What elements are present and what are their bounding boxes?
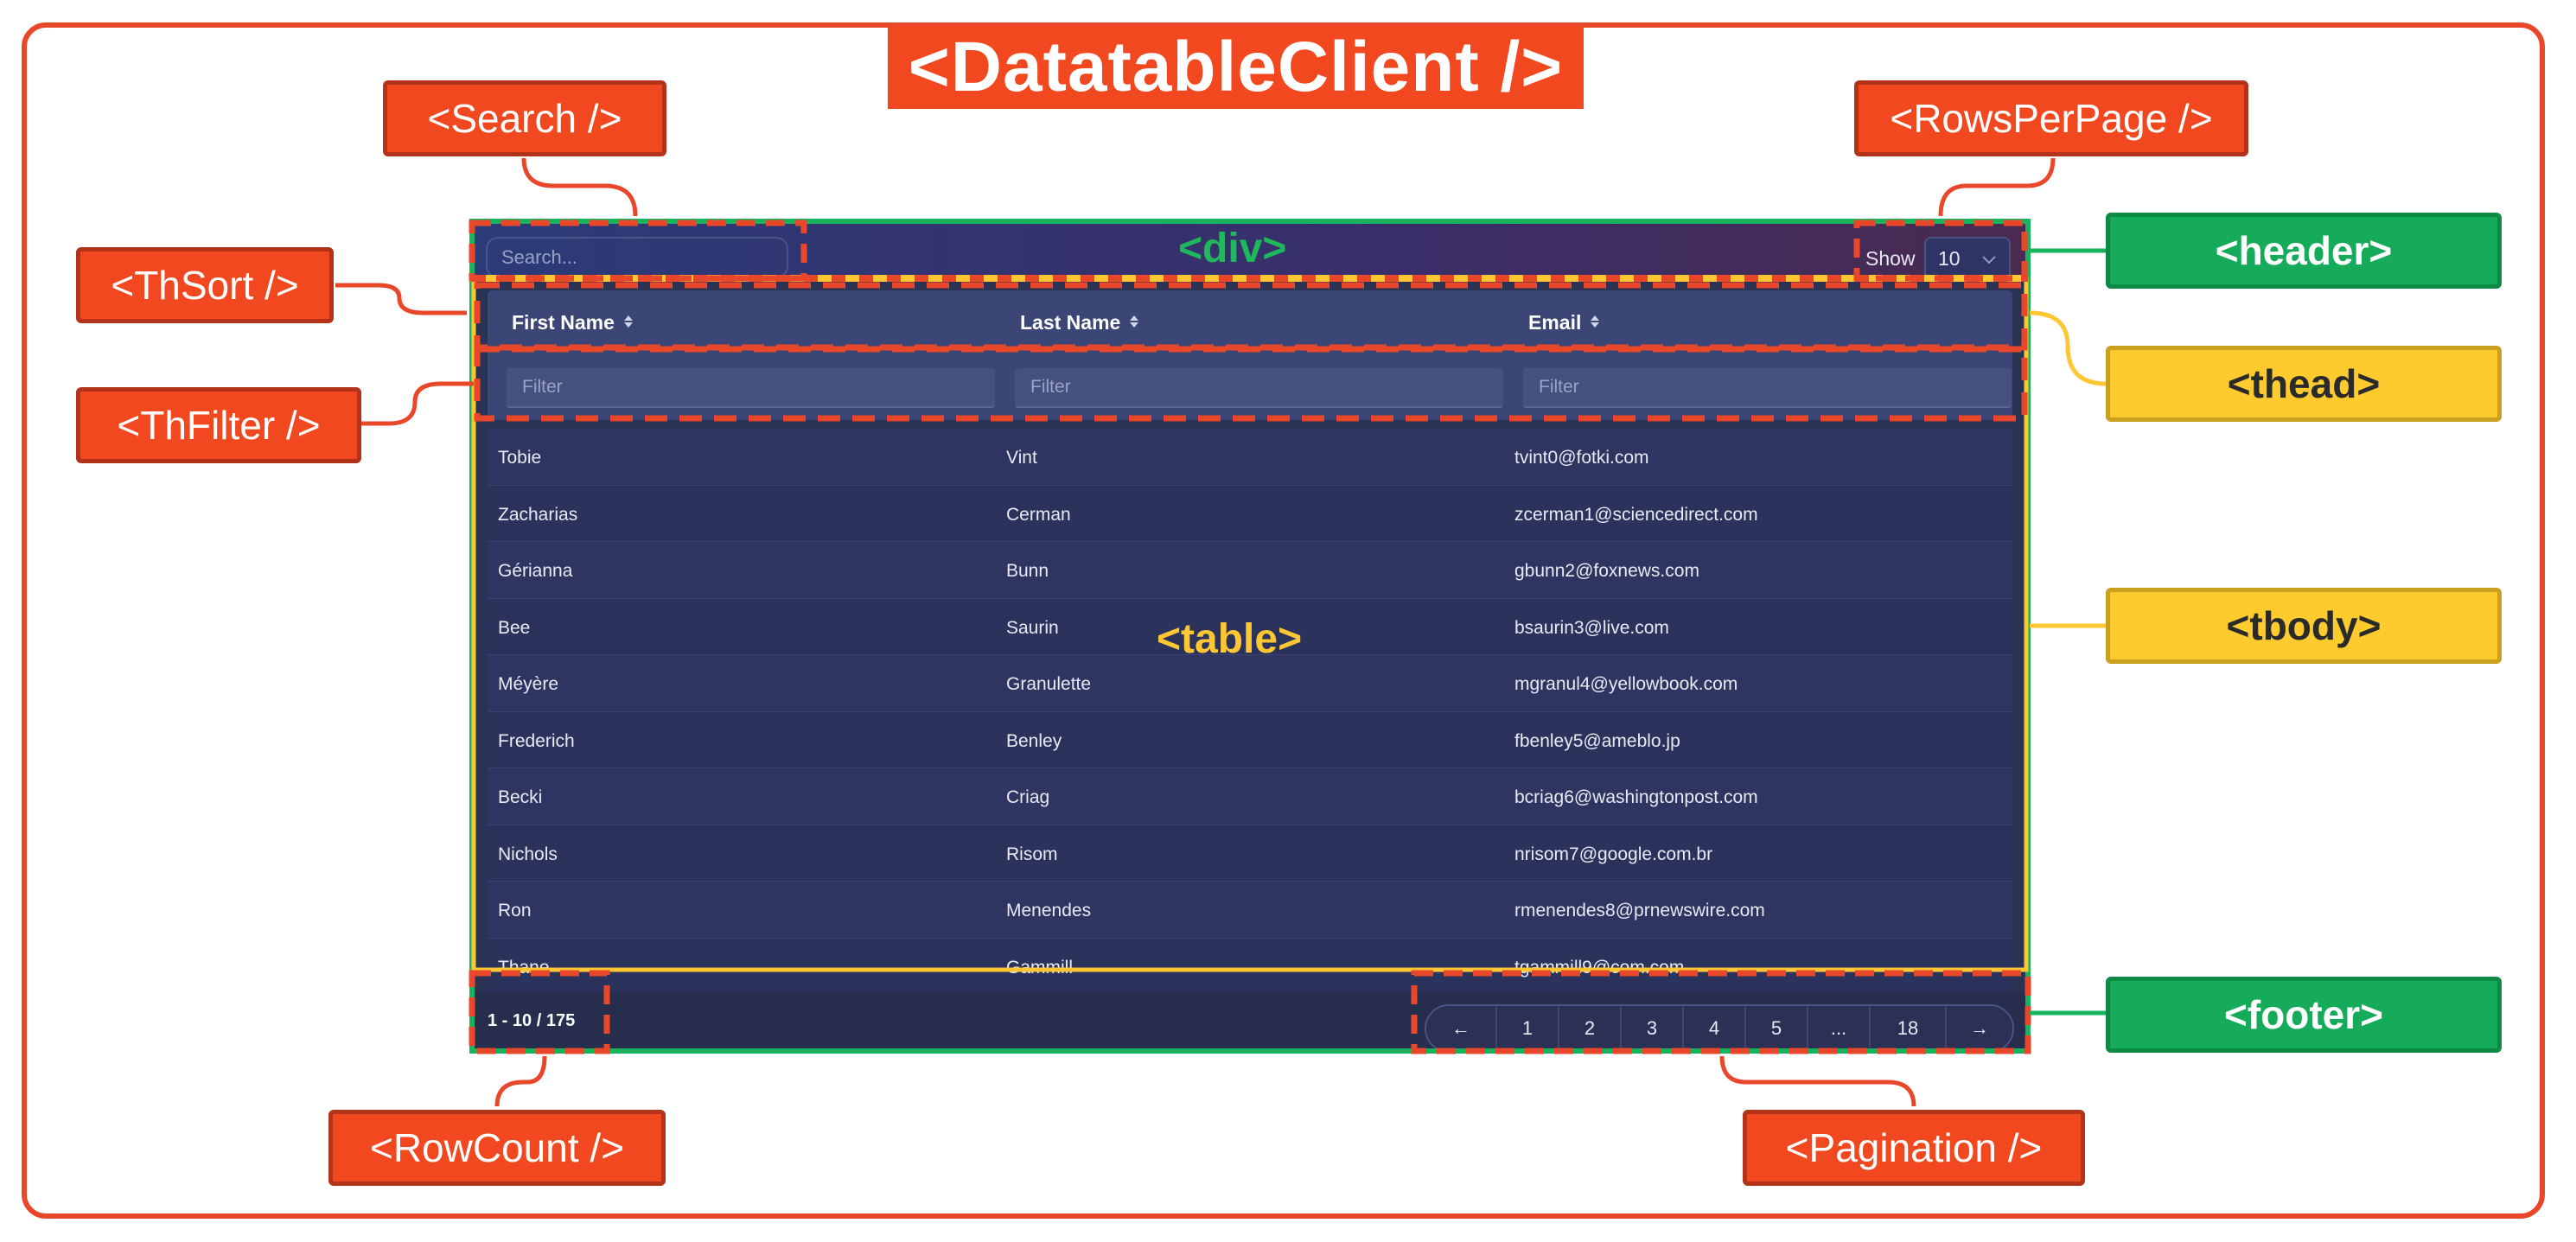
- cell-last-name: Saurin: [1006, 617, 1059, 638]
- th-sort-component-label: <ThSort />: [76, 247, 334, 323]
- header-tag-label: <header>: [2106, 213, 2502, 289]
- table-row[interactable]: Ron Menendes rmenendes8@prnewswire.com: [488, 882, 2012, 939]
- pagination-next-button[interactable]: →: [1947, 1006, 2012, 1051]
- pagination-prev-button[interactable]: ←: [1426, 1006, 1497, 1051]
- cell-last-name: Risom: [1006, 844, 1058, 864]
- filter-input-first-name[interactable]: [507, 368, 995, 408]
- pagination-ellipsis: ...: [1808, 1006, 1871, 1051]
- cell-first-name: Becki: [498, 787, 543, 807]
- div-label: <div>: [1178, 226, 1287, 271]
- cell-email: mgranul4@yellowbook.com: [1514, 674, 1738, 694]
- cell-first-name: Zacharias: [498, 504, 578, 525]
- show-label: Show: [1865, 247, 1916, 270]
- rows-per-page-value: 10: [1938, 246, 1961, 270]
- outer-frame: [22, 22, 2545, 1219]
- row-count-total: 175: [545, 1011, 576, 1030]
- table-row[interactable]: Gérianna Bunn gbunn2@foxnews.com: [488, 542, 2012, 599]
- th-sort-first-name[interactable]: First Name: [512, 311, 634, 334]
- cell-email: gbunn2@foxnews.com: [1514, 561, 1699, 581]
- table-label: <table>: [1157, 616, 1303, 662]
- cell-first-name: Thane: [498, 957, 550, 978]
- pagination-page-button[interactable]: 4: [1684, 1006, 1746, 1051]
- sort-icon: [623, 311, 634, 334]
- table-row[interactable]: Becki Criag bcriag6@washingtonpost.com: [488, 768, 2012, 825]
- pagination-page-button[interactable]: 1: [1497, 1006, 1559, 1051]
- cell-email: nrisom7@google.com.br: [1514, 844, 1713, 864]
- footer-tag-label: <footer>: [2106, 977, 2502, 1053]
- table-row[interactable]: Tobie Vint tvint0@fotki.com: [488, 429, 2012, 486]
- cell-last-name: Vint: [1006, 448, 1037, 468]
- tbody-tag-label: <tbody>: [2106, 588, 2502, 664]
- cell-last-name: Benley: [1006, 730, 1062, 751]
- table-body: Tobie Vint tvint0@fotki.com Zacharias Ce…: [488, 429, 2012, 995]
- cell-first-name: Bee: [498, 617, 531, 638]
- cell-first-name: Gérianna: [498, 561, 573, 581]
- row-count-component-label: <RowCount />: [328, 1110, 666, 1186]
- column-header-label: First Name: [512, 311, 615, 334]
- pagination-page-button[interactable]: 2: [1559, 1006, 1622, 1051]
- row-count: 1 - 10 / 175: [488, 1011, 575, 1031]
- cell-email: bcriag6@washingtonpost.com: [1514, 787, 1758, 807]
- pagination: ← 1 2 3 4 5 ... 18 →: [1425, 1004, 2014, 1051]
- search-component-label: <Search />: [383, 80, 666, 156]
- sort-icon: [1129, 311, 1139, 334]
- table-row[interactable]: Méyère Granulette mgranul4@yellowbook.co…: [488, 655, 2012, 712]
- table-row[interactable]: Frederich Benley fbenley5@ameblo.jp: [488, 711, 2012, 768]
- cell-last-name: Bunn: [1006, 561, 1049, 581]
- cell-first-name: Tobie: [498, 448, 542, 468]
- th-filter-component-label: <ThFilter />: [76, 387, 361, 463]
- th-sort-last-name[interactable]: Last Name: [1020, 311, 1139, 334]
- search-input[interactable]: [486, 237, 788, 278]
- table-row[interactable]: Thane Gammill tgammill9@com.com: [488, 938, 2012, 995]
- table-row[interactable]: Nichols Risom nrisom7@google.com.br: [488, 825, 2012, 882]
- pagination-component-label: <Pagination />: [1743, 1110, 2085, 1186]
- thead-tag-label: <thead>: [2106, 346, 2502, 422]
- datatable-footer: 1 - 10 / 175 ← 1 2 3 4 5 ... 18 →: [472, 992, 2028, 1051]
- chevron-down-icon: [1981, 247, 1997, 271]
- table-row[interactable]: Zacharias Cerman zcerman1@sciencedirect.…: [488, 485, 2012, 542]
- row-count-separator: /: [532, 1011, 546, 1030]
- cell-email: fbenley5@ameblo.jp: [1514, 730, 1680, 751]
- pagination-page-button[interactable]: 3: [1622, 1006, 1684, 1051]
- cell-first-name: Frederich: [498, 730, 575, 751]
- diagram-title: <DatatableClient />: [888, 26, 1584, 109]
- cell-last-name: Granulette: [1006, 674, 1092, 694]
- rows-per-page-component-label: <RowsPerPage />: [1854, 80, 2248, 156]
- rows-per-page-select[interactable]: 10: [1924, 237, 2011, 280]
- cell-email: tgammill9@com.com: [1514, 957, 1685, 978]
- pagination-page-button[interactable]: 5: [1746, 1006, 1808, 1051]
- cell-email: bsaurin3@live.com: [1514, 617, 1669, 638]
- cell-last-name: Menendes: [1006, 901, 1092, 920]
- filter-input-email[interactable]: [1523, 368, 2012, 408]
- cell-first-name: Ron: [498, 901, 532, 920]
- cell-first-name: Méyère: [498, 674, 559, 694]
- cell-email: tvint0@fotki.com: [1514, 448, 1649, 468]
- sort-icon: [1590, 311, 1600, 334]
- cell-last-name: Criag: [1006, 787, 1050, 807]
- cell-email: rmenendes8@prnewswire.com: [1514, 901, 1765, 920]
- cell-last-name: Cerman: [1006, 504, 1071, 525]
- filter-input-last-name[interactable]: [1015, 368, 1503, 408]
- column-header-label: Last Name: [1020, 311, 1121, 334]
- cell-last-name: Gammill: [1006, 957, 1073, 978]
- row-count-range: 1 - 10: [488, 1011, 532, 1030]
- pagination-page-button[interactable]: 18: [1871, 1006, 1947, 1051]
- cell-first-name: Nichols: [498, 844, 558, 864]
- th-sort-email[interactable]: Email: [1528, 311, 1600, 334]
- cell-email: zcerman1@sciencedirect.com: [1514, 504, 1758, 525]
- table-head: First Name Last Name Email: [488, 290, 2012, 420]
- column-header-label: Email: [1528, 311, 1582, 334]
